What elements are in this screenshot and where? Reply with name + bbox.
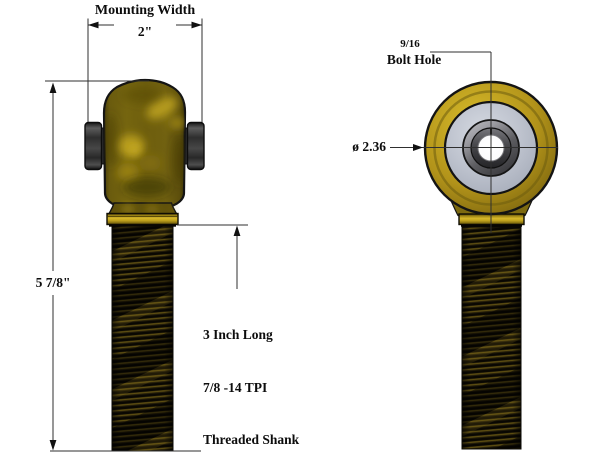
bolt-hole-size-label: 9/16: [400, 38, 420, 50]
overall-length-value: 5 7/8": [14, 271, 92, 295]
shank-note: 3 Inch Long 7/8 -14 TPI Threaded Shank: [201, 289, 308, 463]
shank-note-line-2: 7/8 -14 TPI: [203, 379, 268, 395]
side-view: [45, 18, 248, 452]
side-view-neck: [107, 202, 178, 216]
side-view-head: [102, 78, 187, 208]
side-view-collar: [106, 212, 179, 227]
bolt-hole-label: Bolt Hole: [386, 52, 442, 67]
front-view: [390, 51, 559, 450]
mounting-width-value: 2": [137, 24, 153, 39]
diameter-arrowhead: [413, 144, 423, 151]
shank-note-line-1: 3 Inch Long: [203, 327, 273, 342]
mounting-width-arrowheads: [88, 21, 202, 29]
mounting-width-label: Mounting Width: [94, 3, 196, 18]
front-view-threaded-shank: [461, 226, 522, 450]
head-diameter-value: ø 2.36: [352, 139, 386, 154]
head-reflections: [104, 87, 185, 196]
side-view-threaded-shank: [111, 225, 174, 452]
shank-note-line-3: Threaded Shank: [203, 432, 300, 447]
